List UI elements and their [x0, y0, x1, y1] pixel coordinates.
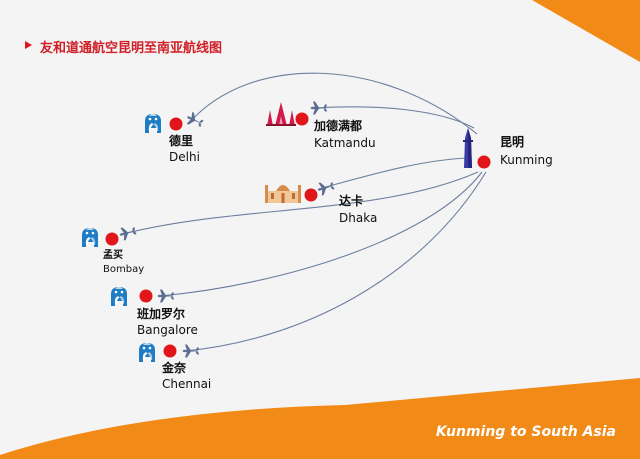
- plane-icon: [310, 101, 327, 115]
- routes: [118, 72, 487, 358]
- route-bombay: [126, 171, 479, 234]
- city-label-en-kathmandu: Katmandu: [314, 136, 376, 150]
- route-kathmandu: [315, 106, 475, 129]
- route-delhi: [189, 72, 478, 135]
- city-label-zh-kathmandu: 加德满都: [314, 119, 363, 133]
- plane-icon: [182, 344, 199, 358]
- city-label-en-bangalore: Bangalore: [137, 323, 198, 337]
- city-dot-origin: [477, 155, 491, 169]
- map-title: 友和道通航空昆明至南亚航线图: [40, 41, 223, 56]
- city-dot-bombay: [105, 232, 119, 246]
- tower-icon: [463, 128, 473, 168]
- city-label-zh-bangalore: 班加罗尔: [137, 307, 186, 321]
- orange-corner-top-right: [532, 0, 640, 62]
- origin-label-zh: 昆明: [500, 135, 525, 149]
- city-dot-bangalore: [139, 289, 153, 303]
- city-dot-delhi: [169, 117, 183, 131]
- route-chennai: [184, 171, 487, 352]
- palace-icon: [265, 185, 301, 203]
- elephant-icon: [139, 342, 155, 362]
- plane-icon: [184, 110, 205, 130]
- elephant-icon: [82, 227, 98, 247]
- city-label-zh-delhi: 德里: [169, 134, 194, 148]
- city-label-zh-dhaka: 达卡: [339, 194, 364, 208]
- elephant-icon: [145, 113, 161, 133]
- route-dhaka: [321, 157, 469, 189]
- city-dot-dhaka: [304, 188, 318, 202]
- origin-label-en: Kunming: [500, 153, 553, 167]
- plane-icon: [316, 179, 336, 197]
- route-bangalore: [159, 171, 483, 297]
- title-arrow-icon: [25, 41, 32, 49]
- city-label-en-dhaka: Dhaka: [339, 211, 378, 225]
- city-label-zh-bombay: 孟买: [103, 250, 123, 261]
- orange-band-bottom: [0, 378, 640, 459]
- footer-tagline: Kunming to South Asia: [435, 424, 616, 440]
- plane-icon: [157, 289, 174, 303]
- city-dot-kathmandu: [295, 112, 309, 126]
- city-label-en-delhi: Delhi: [169, 150, 200, 164]
- plane-icon: [118, 224, 138, 242]
- city-label-zh-chennai: 金奈: [162, 361, 187, 375]
- city-label-en-bombay: Bombay: [103, 264, 145, 275]
- city-label-en-chennai: Chennai: [162, 377, 212, 391]
- elephant-icon: [111, 286, 127, 306]
- city-dot-chennai: [163, 344, 177, 358]
- pagoda-icon: [266, 102, 296, 126]
- city-markers: [82, 102, 491, 362]
